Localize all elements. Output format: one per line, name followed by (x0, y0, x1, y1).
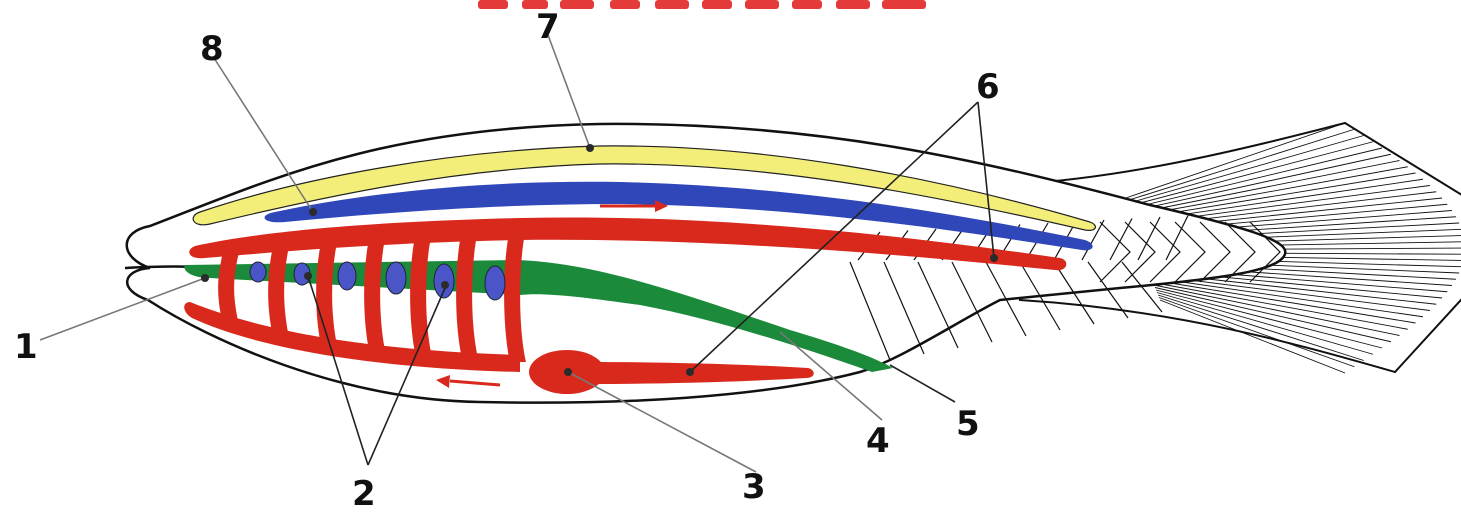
label-1: 1 (14, 327, 38, 367)
gill-slit (485, 266, 505, 300)
label-2: 2 (352, 474, 376, 514)
label-7: 7 (536, 7, 560, 47)
label-3: 3 (742, 467, 766, 507)
label-5: 5 (956, 404, 980, 444)
gill-slit (250, 262, 266, 282)
gill-slit (434, 264, 454, 298)
label-6: 6 (976, 67, 1000, 107)
label-8: 8 (200, 29, 224, 69)
gill-slit (386, 262, 406, 294)
gill-slit (338, 262, 356, 290)
label-4: 4 (866, 421, 890, 461)
